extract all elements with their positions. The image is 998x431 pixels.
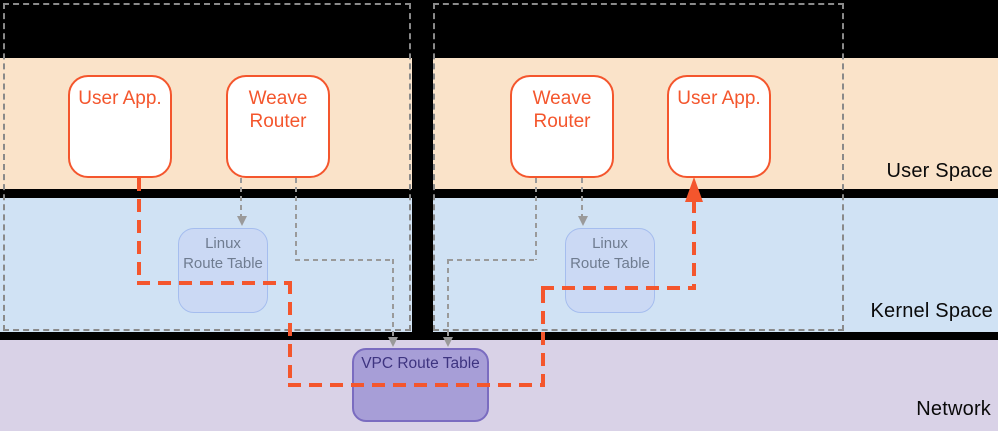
packet-path-seg4-right: [288, 383, 545, 387]
network-label: Network: [916, 398, 991, 420]
host-2-boundary: [433, 3, 844, 331]
h2-weave-to-vpc-line-h: [448, 259, 537, 261]
h1-weave-to-linux-arrow-icon: [237, 216, 247, 226]
host2-user-app-label: User App.: [677, 88, 761, 109]
packet-path-seg5-up: [541, 290, 545, 387]
host2-user-app-box: User App.: [667, 75, 771, 178]
h2-weave-to-linux-arrow-icon: [578, 216, 588, 226]
h1-weave-to-vpc-line-h: [295, 259, 394, 261]
packet-path-seg2-right: [137, 281, 292, 285]
h1-weave-to-vpc-line-v2: [392, 259, 394, 338]
packet-path-seg3-down: [288, 281, 292, 385]
host-separator: [412, 0, 433, 340]
h2-weave-to-vpc-line-v1: [535, 178, 537, 260]
vpc-route-table-label: VPC Route Table: [361, 355, 480, 372]
kernel-space-label: Kernel Space: [870, 300, 993, 322]
h2-weave-to-linux-line: [581, 178, 583, 216]
packet-path-seg1-down: [137, 178, 141, 283]
packet-path-seg6-right: [541, 286, 696, 290]
kernel-space-band: [0, 198, 998, 332]
h2-weave-to-vpc-arrow-icon: [443, 337, 453, 347]
host2-weave-router-box: Weave Router: [510, 75, 614, 178]
host1-linux-route-table-box: Linux Route Table: [178, 228, 268, 313]
h2-weave-to-vpc-line-v2: [447, 259, 449, 338]
h1-weave-to-vpc-arrow-icon: [388, 337, 398, 347]
host1-user-app-label: User App.: [78, 88, 162, 109]
host1-weave-router-box: Weave Router: [226, 75, 330, 178]
host2-linux-route-table-label: Linux Route Table: [570, 235, 650, 272]
host-1-boundary: [3, 3, 411, 331]
host2-linux-route-table-box: Linux Route Table: [565, 228, 655, 313]
host1-weave-router-label: Weave Router: [248, 88, 308, 133]
host2-weave-router-label: Weave Router: [532, 88, 592, 133]
packet-path-arrow-icon: [685, 177, 703, 202]
user-space-label: User Space: [886, 160, 993, 182]
h1-weave-to-linux-line: [240, 178, 242, 216]
host1-user-app-box: User App.: [68, 75, 172, 178]
packet-path-seg7-up: [692, 200, 696, 290]
h1-weave-to-vpc-line-v1: [295, 178, 297, 260]
host1-linux-route-table-label: Linux Route Table: [183, 235, 263, 272]
